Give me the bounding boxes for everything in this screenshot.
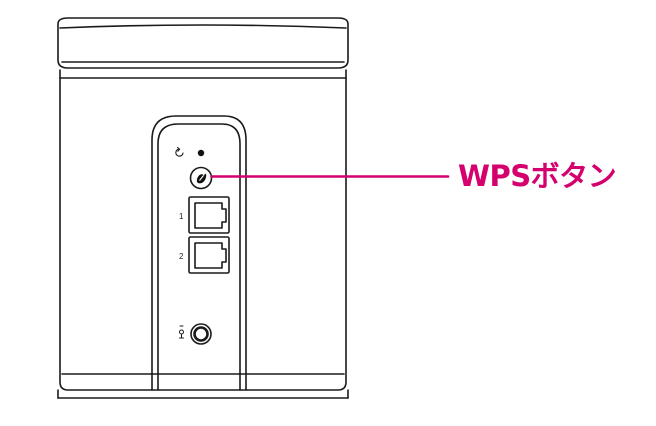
reset-icon	[175, 146, 184, 157]
router-top-cap	[57, 17, 349, 69]
wps-button-icon	[196, 173, 207, 184]
rear-port-panel	[151, 115, 247, 391]
router-body	[57, 69, 349, 399]
power-input-icon	[179, 325, 184, 339]
wps-callout-label: WPSボタン	[458, 159, 617, 193]
lan-port-1-number: 1	[179, 212, 184, 221]
status-led-icon	[197, 149, 205, 157]
lan-port-2[interactable]	[188, 236, 230, 274]
power-jack[interactable]	[190, 323, 212, 345]
wps-button[interactable]	[189, 166, 213, 190]
lan-port-2-number: 2	[179, 252, 184, 261]
lan-port-1[interactable]	[188, 196, 230, 234]
